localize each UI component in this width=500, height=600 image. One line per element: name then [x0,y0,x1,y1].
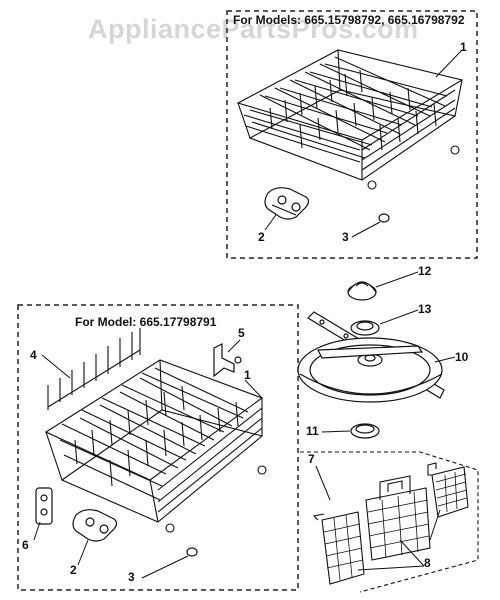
callout-cap-top: 12 [418,264,432,278]
watermark: AppliancePartsPros.com [88,14,419,44]
callout-spray-arm: 10 [455,350,469,364]
left-panel-header: For Model: 665.17798791 [75,315,217,329]
left-clip-part [213,343,242,378]
top-panel-header: For Models: 665.15798792, 665.16798792 [233,13,465,27]
callout-left-cap: 3 [128,570,135,584]
top-cap-part [378,213,390,223]
left-panel-frame [17,304,299,591]
top-panel-frame [226,10,478,259]
spray-arm-drawing [297,281,445,439]
callout-top-rack: 1 [460,40,467,54]
silverware-baskets-drawing [300,451,479,593]
callout-left-wheel: 2 [70,563,77,577]
top-rack-drawing [236,49,464,190]
left-rack-drawing [44,328,267,533]
top-wheel-part [264,187,310,220]
callout-left-tines: 4 [30,348,37,362]
callout-basket-group: 7 [308,452,315,466]
callout-left-rack: 1 [244,368,251,382]
callout-top-cap: 3 [342,230,349,244]
callout-left-stop: 6 [22,538,29,552]
callout-top-wheel: 2 [258,230,265,244]
callout-baskets: 8 [424,556,431,570]
left-cap-part [186,547,198,557]
left-wheel-part [72,509,118,542]
callout-bearing: 11 [306,424,319,438]
callout-left-clip: 5 [238,326,245,340]
left-stop-part [35,487,53,525]
callout-ring: 13 [418,302,432,316]
